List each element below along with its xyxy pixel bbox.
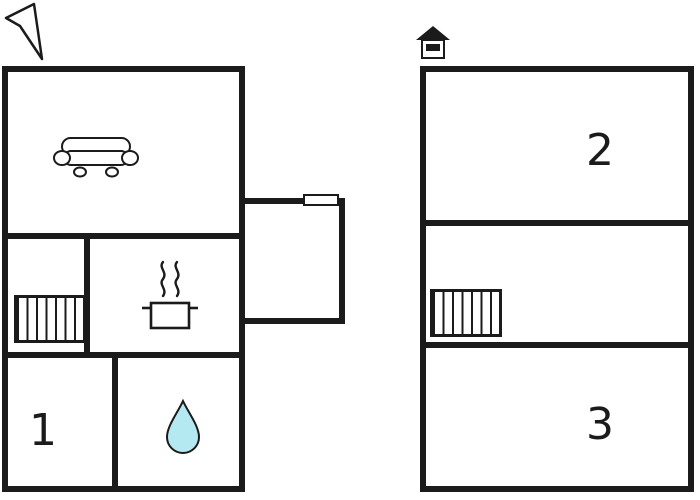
water-drop-icon <box>162 398 204 456</box>
radiator-icon <box>430 289 502 337</box>
wall-segment <box>239 198 345 204</box>
wall-segment <box>2 352 245 358</box>
window-marker <box>303 194 339 206</box>
wall-segment <box>688 66 694 492</box>
wall-segment <box>239 66 245 492</box>
stove-steam-icon <box>138 256 202 334</box>
wall-segment <box>2 66 245 72</box>
wall-segment <box>2 486 245 492</box>
wall-segment <box>339 198 345 324</box>
room-label-2: 2 <box>586 124 614 176</box>
wall-segment <box>2 66 8 492</box>
room-label-3: 3 <box>586 398 614 450</box>
room-label-1: 1 <box>29 404 57 456</box>
north-arrow-icon <box>2 2 48 64</box>
wall-segment <box>2 233 245 239</box>
wall-segment <box>112 352 118 492</box>
wall-segment <box>420 66 694 72</box>
radiator-icon <box>14 295 86 343</box>
wall-segment <box>420 220 694 226</box>
wall-segment <box>84 233 90 358</box>
house-icon <box>414 24 452 62</box>
wall-segment <box>420 66 426 492</box>
wall-segment <box>420 342 694 348</box>
wall-segment <box>239 318 345 324</box>
sofa-icon <box>52 132 140 180</box>
wall-segment <box>420 486 694 492</box>
